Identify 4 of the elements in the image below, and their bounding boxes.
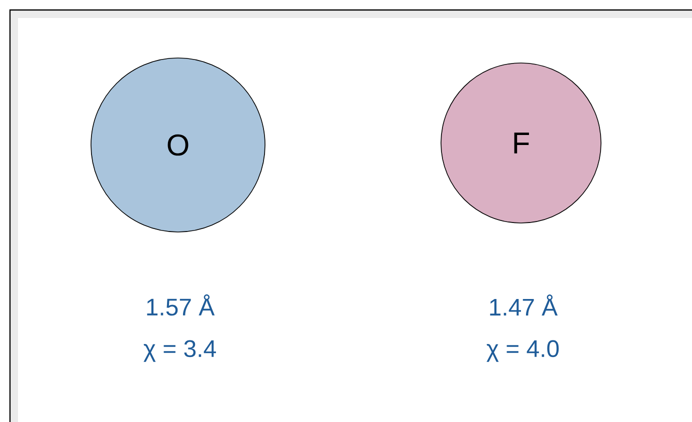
property-label: χ = 4.0 — [486, 340, 559, 362]
property-label: 1.57 Å — [147, 294, 215, 316]
property-label: χ = 3.4 — [144, 340, 216, 362]
property-label: 1.47 Å — [490, 294, 558, 316]
